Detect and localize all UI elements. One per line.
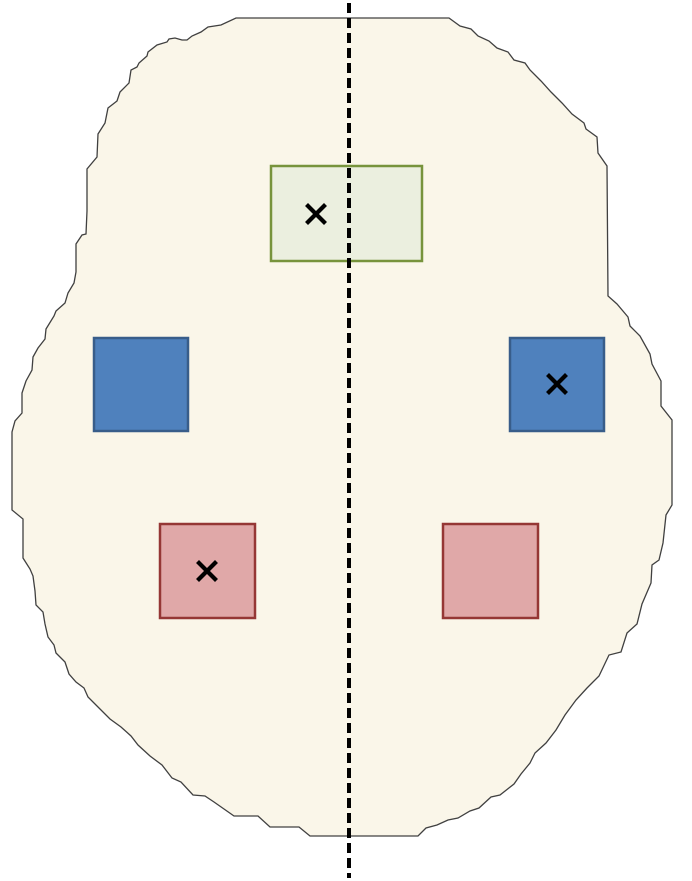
region-top-center bbox=[269, 164, 424, 263]
region-lower-right bbox=[441, 522, 540, 620]
x-mark-stroke bbox=[305, 203, 327, 225]
x-mark-stroke bbox=[196, 560, 218, 582]
x-mark-icon bbox=[546, 373, 568, 395]
x-mark-icon bbox=[305, 203, 327, 225]
head-outline bbox=[11, 17, 673, 837]
x-mark-stroke bbox=[546, 373, 568, 395]
x-mark-icon bbox=[196, 560, 218, 582]
region-middle-left bbox=[92, 336, 190, 433]
